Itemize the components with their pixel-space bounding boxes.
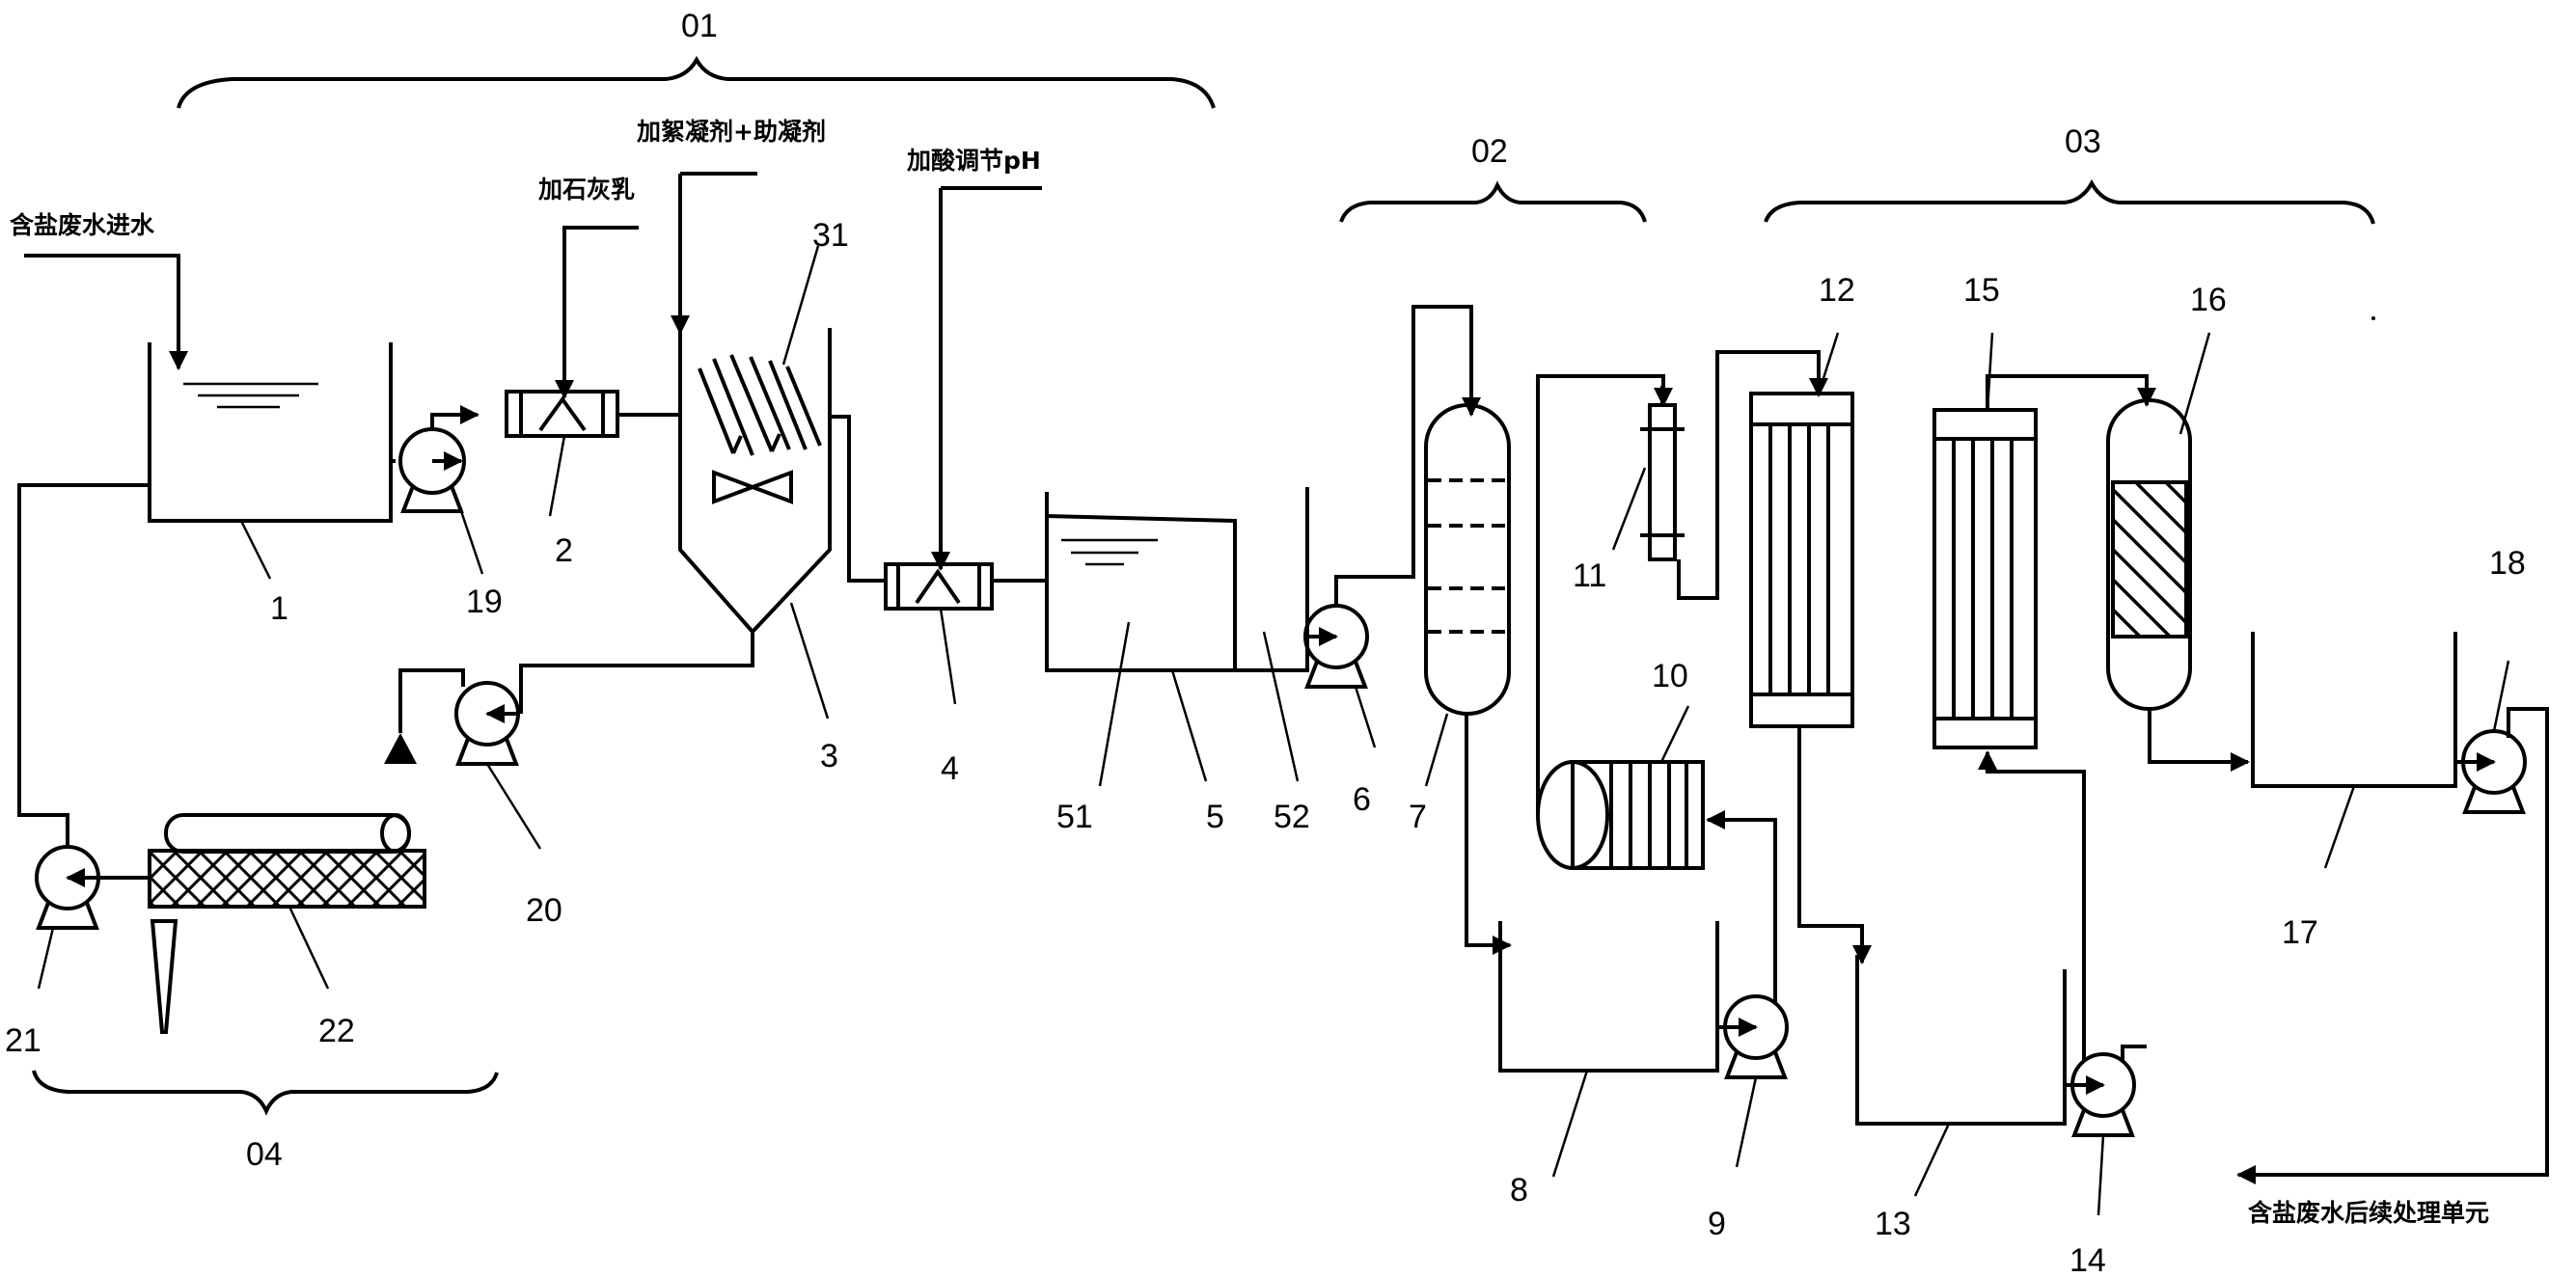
label-unit-2: 2	[555, 532, 573, 569]
label-unit-9: 9	[1708, 1206, 1726, 1242]
label-unit-13: 13	[1875, 1206, 1911, 1242]
tank-17: 17	[2251, 632, 2457, 951]
label-unit-14: 14	[2069, 1242, 2106, 1277]
label-unit-6: 6	[1353, 781, 1371, 818]
settling-reactor-3: 31 3	[671, 172, 849, 774]
label-unit-12: 12	[1819, 272, 1855, 309]
tank-5: 51 5 52	[1045, 487, 1310, 835]
label-unit-7: 7	[1409, 799, 1427, 835]
label-add-lime: 加石灰乳	[537, 176, 635, 204]
pump-18: 18	[2236, 545, 2549, 1184]
filter-11: 11	[1573, 350, 1828, 600]
feed-inlet-pipe	[24, 254, 188, 370]
label-unit-5: 5	[1206, 799, 1224, 835]
label-feed-inlet: 含盐废水进水	[10, 211, 155, 239]
tank-1: 1	[148, 342, 393, 627]
agitator-icon	[712, 470, 793, 504]
pump-19: 19	[398, 405, 503, 620]
label-add-flocculant: 加絮凝剂+助凝剂	[636, 118, 826, 146]
label-unit-21: 21	[5, 1022, 41, 1059]
section-brace-01: 01	[177, 8, 1216, 109]
label-unit-20: 20	[526, 892, 562, 929]
section-label-01: 01	[681, 8, 718, 44]
adsorption-column-16: 16	[2106, 282, 2250, 772]
label-unit-16: 16	[2190, 282, 2227, 318]
section-label-02: 02	[1471, 133, 1508, 170]
section-label-03: 03	[2065, 123, 2101, 160]
inclined-plates-31	[698, 354, 822, 456]
label-unit-17: 17	[2282, 914, 2318, 951]
label-unit-1: 1	[270, 590, 288, 627]
label-unit-22: 22	[318, 1013, 355, 1049]
label-unit-18: 18	[2489, 545, 2526, 582]
label-outlet: 含盐废水后续处理单元	[2248, 1199, 2489, 1227]
heat-exchanger-10: 10	[1536, 658, 1705, 870]
section-brace-04: 04	[32, 1070, 499, 1173]
label-add-acid: 加酸调节pH	[906, 147, 1041, 175]
label-unit-31: 31	[812, 217, 849, 254]
static-mixer-2: 2	[505, 226, 639, 569]
label-unit-51: 51	[1056, 799, 1093, 835]
pump-6: 6	[1303, 305, 1481, 818]
label-unit-3: 3	[820, 738, 838, 774]
tank-8: 8	[1498, 921, 1719, 1209]
tank-13: 13	[1855, 955, 2067, 1242]
section-brace-02: 02	[1339, 133, 1647, 223]
label-unit-15: 15	[1963, 272, 2000, 309]
static-mixer-4: 4	[884, 186, 1042, 787]
pump-20: 20	[384, 668, 562, 929]
label-unit-11: 11	[1573, 557, 1606, 594]
pump-9: 9	[1706, 810, 1789, 1242]
pump-21: 21	[5, 483, 150, 1059]
section-label-04: 04	[246, 1136, 283, 1173]
membrane-module-15: 15	[1932, 272, 2156, 749]
column-7: 7	[1409, 403, 1512, 955]
sludge-outlet-icon	[384, 733, 417, 764]
label-unit-10: 10	[1652, 658, 1688, 694]
label-unit-4: 4	[941, 750, 959, 787]
label-unit-52: 52	[1274, 799, 1310, 835]
label-unit-8: 8	[1510, 1172, 1528, 1209]
label-unit-19: 19	[466, 584, 503, 620]
pump-14: 14	[1978, 750, 2147, 1277]
filter-press-22: 22	[148, 813, 426, 1049]
section-brace-03: 03	[1764, 123, 2375, 225]
membrane-module-12: 12	[1749, 272, 1872, 965]
